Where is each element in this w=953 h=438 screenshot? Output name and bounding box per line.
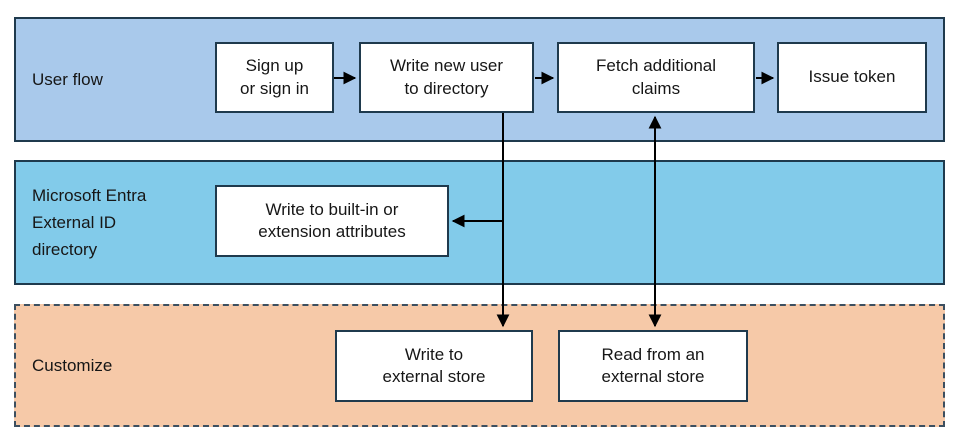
node-write-builtin-extension-attributes: Write to built-in or extension attribute… — [215, 185, 449, 257]
band-customize-label: Customize — [32, 355, 113, 375]
node-issue-token-label: Issue token — [808, 67, 896, 87]
band-entra-directory-label: Microsoft Entra External ID directory — [32, 185, 147, 260]
node-issue-token: Issue token — [777, 42, 927, 113]
node-sign-up-or-sign-in-label: Sign up or sign in — [240, 56, 309, 98]
node-write-to-external-store: Write to external store — [335, 330, 533, 402]
node-fetch-additional-claims: Fetch additional claims — [557, 42, 755, 113]
node-read-from-external-store-label: Read from an external store — [601, 344, 705, 386]
node-write-new-user-to-directory-label: Write new user to directory — [389, 56, 504, 98]
node-write-to-external-store-label: Write to external store — [382, 344, 486, 386]
node-write-builtin-extension-attributes-label: Write to built-in or extension attribute… — [258, 199, 406, 241]
node-read-from-external-store: Read from an external store — [558, 330, 748, 402]
node-sign-up-or-sign-in: Sign up or sign in — [215, 42, 334, 113]
node-fetch-additional-claims-label: Fetch additional claims — [595, 56, 717, 98]
band-entra-directory: Microsoft Entra External ID directory — [14, 160, 945, 285]
band-user-flow-label: User flow — [32, 69, 103, 89]
node-write-new-user-to-directory: Write new user to directory — [359, 42, 534, 113]
